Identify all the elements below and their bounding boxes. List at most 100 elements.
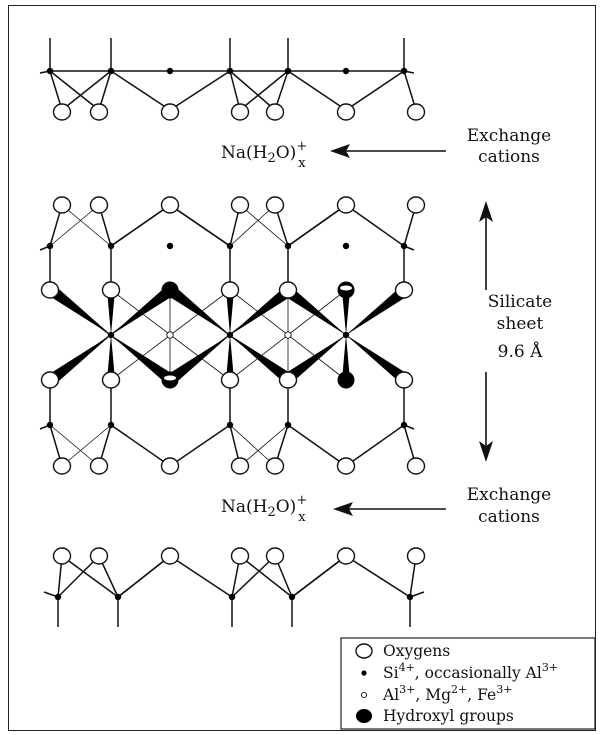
octahedral-wedge [282, 285, 346, 335]
oxygen-atom [230, 196, 250, 214]
octahedral-wedge [342, 290, 350, 335]
silicon-atom [284, 67, 292, 75]
silicon-atom [226, 67, 234, 75]
bond-line [274, 70, 289, 111]
legend-hydroxyl-label: Hydroxyl groups [383, 707, 514, 725]
bond-line [61, 70, 112, 111]
octahedral-wedge [111, 335, 175, 385]
legend-box [340, 637, 596, 730]
octahedral-wedge [346, 335, 410, 385]
bond-line [117, 555, 171, 598]
oxygen-atom [160, 103, 180, 121]
bond-line [229, 70, 276, 111]
silicate-label-1: Silicate [488, 292, 553, 312]
hydroxyl-highlight [340, 285, 352, 291]
legend: Oxygens Si4+, occasionally Al3+ Al3+, Mg… [340, 637, 596, 730]
oxygen-atom [89, 196, 109, 214]
cation-label-lower: Na(H2O)+x [221, 493, 307, 525]
oxygen-atom [406, 196, 426, 214]
bond-line [169, 70, 231, 111]
silicon-atom [284, 242, 292, 250]
oxygen-atom [52, 547, 72, 565]
octahedral-wedge [47, 335, 111, 385]
oxygen-atom [406, 547, 426, 565]
oxygen-atom [265, 196, 285, 214]
silicon-atom [46, 421, 54, 429]
octahedral-wedges [47, 285, 410, 385]
octahedral-wedge [111, 285, 175, 335]
oxygen-atom [265, 457, 285, 475]
silicon-atom [288, 593, 296, 601]
octahedral-wedge [226, 290, 234, 335]
legend-al-symbol [360, 691, 368, 699]
silicon-atom [107, 421, 115, 429]
octahedral-wedge [346, 285, 410, 335]
silicon-atom [107, 331, 115, 339]
bond-line [49, 204, 100, 247]
bond-line [49, 70, 100, 111]
bond-line [110, 70, 171, 111]
bond-line [229, 204, 276, 247]
octahedral-wedge [107, 335, 115, 380]
oxygen-atom [160, 457, 180, 475]
octahedral-cation [166, 331, 174, 339]
silicate-arrow-head-down [479, 441, 493, 462]
hydroxyl-group [161, 281, 179, 299]
octahedral-wedge [166, 285, 230, 335]
legend-hydroxyl-symbol [356, 709, 372, 723]
exchange-label-lower-1: Exchange [467, 485, 552, 505]
silicon-atom [226, 331, 234, 339]
oxygen-atom [160, 547, 180, 565]
oxygen-atom [394, 281, 414, 299]
oxygen-atom [52, 196, 72, 214]
oxygen-atom [160, 196, 180, 214]
oxygen-atom [336, 457, 356, 475]
bond-line [49, 424, 100, 467]
silicon-atom [226, 242, 234, 250]
oxygen-atom [406, 457, 426, 475]
oxygen-atom [220, 371, 240, 389]
oxygen-atom [278, 281, 298, 299]
bond-line [61, 555, 119, 598]
oxygen-atom [89, 547, 109, 565]
octahedral-wedge [226, 335, 234, 380]
silicon-atom [342, 242, 350, 250]
legend-al-label: Al3+, Mg2+, Fe3+ [382, 683, 512, 704]
silicon-atom [228, 593, 236, 601]
silicon-atom [114, 593, 122, 601]
silicon-atom [226, 421, 234, 429]
oxygen-atom [265, 103, 285, 121]
bond-line [345, 424, 405, 467]
bond-line [239, 555, 293, 598]
silicon-atom [54, 593, 62, 601]
arrow-lower-head [333, 502, 353, 516]
exchange-label-lower-2: cations [478, 507, 540, 527]
bond-line [169, 424, 231, 467]
bond-line [287, 424, 347, 467]
oxygen-atom [89, 457, 109, 475]
oxygen-atom [336, 547, 356, 565]
oxygen-atom [278, 371, 298, 389]
silicon-atom [107, 242, 115, 250]
oxygen-atom [89, 103, 109, 121]
hydroxyl-highlight [164, 375, 176, 381]
oxygen-atom [230, 103, 250, 121]
bond-line [239, 424, 289, 467]
oxygen-atom [52, 103, 72, 121]
exchange-label-upper-1: Exchange [467, 126, 552, 146]
bond-line [291, 555, 347, 598]
oxygen-atom [336, 103, 356, 121]
bond-line [231, 555, 276, 598]
legend-oxygens-label: Oxygens [383, 642, 450, 660]
octahedral-wedge [230, 335, 294, 385]
silicon-atom [400, 67, 408, 75]
oxygen-atom [394, 371, 414, 389]
silicon-atom [46, 242, 54, 250]
bond-line [169, 204, 231, 247]
oxygen-atom [101, 281, 121, 299]
bond-line [110, 424, 171, 467]
silicate-label-2: sheet [497, 314, 544, 334]
silicon-atom [342, 67, 350, 75]
oxygen-atom [406, 103, 426, 121]
